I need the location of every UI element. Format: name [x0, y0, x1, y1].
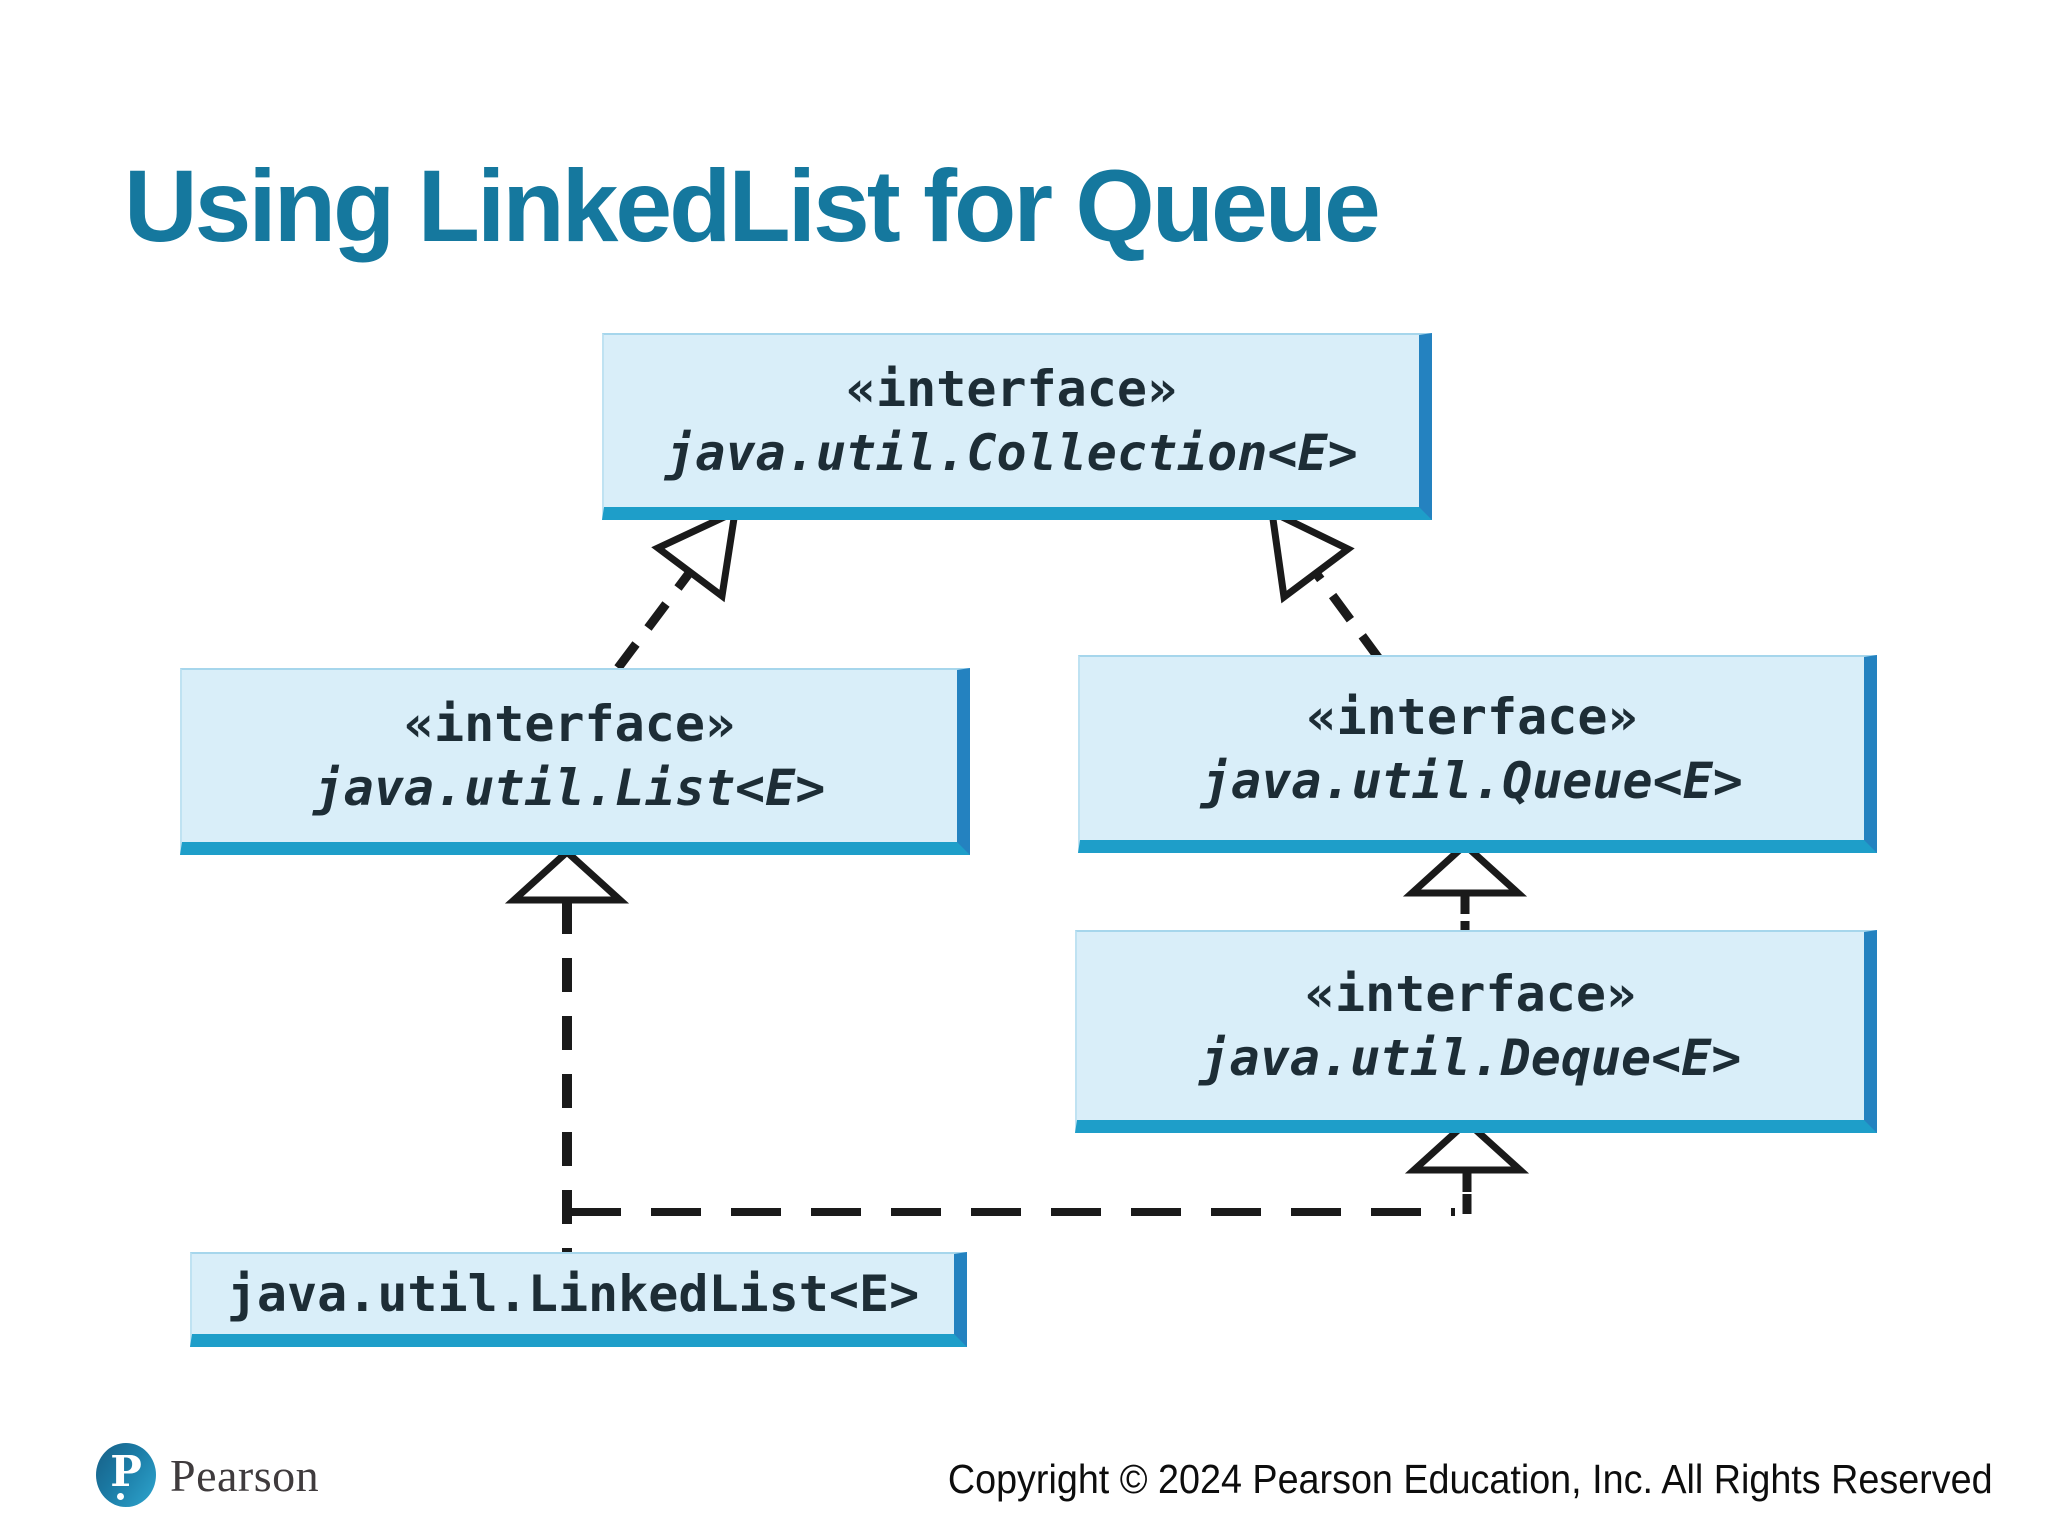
- type-name: java.util.Queue<E>: [1201, 751, 1743, 810]
- pearson-brand: P Pearson: [96, 1442, 319, 1508]
- pearson-logo-icon: P: [96, 1443, 156, 1507]
- pearson-logo-dot: [117, 1493, 124, 1500]
- page-title: Using LinkedList for Queue: [124, 149, 1381, 263]
- type-name: java.util.LinkedList<E>: [226, 1265, 920, 1323]
- edge-linkedlist-to-list-arrowhead-icon: [504, 847, 630, 904]
- uml-node-deque: «interface» java.util.Deque<E>: [1075, 930, 1877, 1133]
- stereotype-label: «interface»: [1304, 965, 1637, 1023]
- edge-list-to-collection-line: [614, 569, 694, 671]
- uml-node-list: «interface» java.util.List<E>: [180, 668, 970, 855]
- type-name: java.util.List<E>: [313, 759, 826, 817]
- copyright-text: Copyright © 2024 Pearson Education, Inc.…: [948, 1456, 1993, 1502]
- uml-node-linkedlist: java.util.LinkedList<E>: [190, 1252, 967, 1347]
- uml-node-queue: «interface» java.util.Queue<E>: [1078, 655, 1877, 853]
- type-name: java.util.Deque<E>: [1199, 1029, 1742, 1087]
- type-name: java.util.Collection<E>: [665, 424, 1358, 482]
- edge-queue-to-collection-line: [1312, 570, 1384, 663]
- stereotype-label: «interface»: [845, 360, 1178, 418]
- uml-node-collection: «interface» java.util.Collection<E>: [602, 333, 1432, 520]
- stereotype-label: «interface»: [403, 695, 736, 753]
- stereotype-label: «interface»: [1306, 687, 1638, 746]
- pearson-logo-letter: P: [110, 1446, 142, 1496]
- brand-wordmark: Pearson: [170, 1449, 320, 1501]
- edge-list-to-collection-arrowhead-icon: [651, 506, 740, 603]
- edge-queue-to-collection-arrowhead-icon: [1267, 505, 1355, 604]
